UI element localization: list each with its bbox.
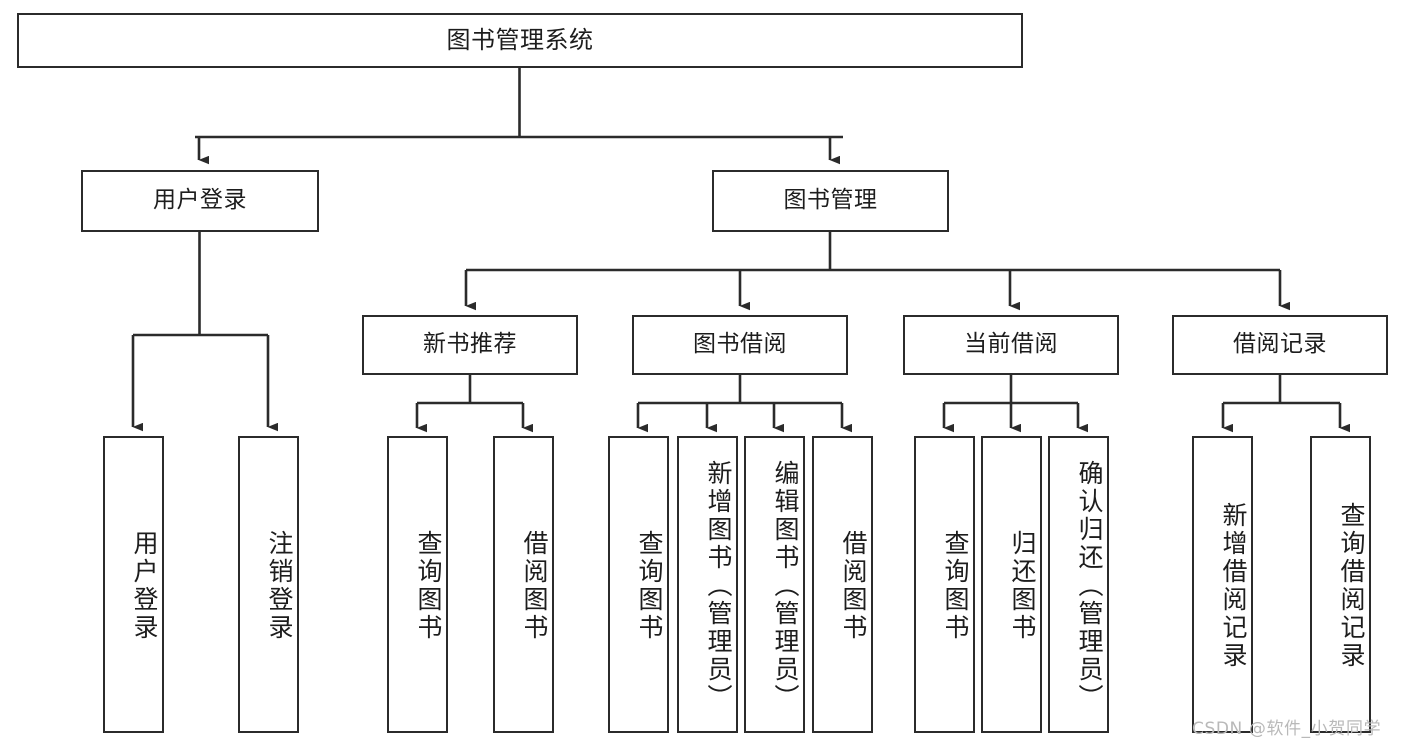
node-new-book-recommend[interactable]: 新书推荐 [362, 315, 578, 375]
node-label: 查询图书 [635, 529, 664, 642]
node-borrow-record[interactable]: 借阅记录 [1172, 315, 1388, 375]
node-label: 当前借阅 [964, 331, 1058, 358]
node-label: 借阅记录 [1233, 331, 1327, 358]
leaf-user-login-login[interactable]: 用户登录 [103, 436, 164, 733]
leaf-new-book-query[interactable]: 查询图书 [387, 436, 448, 733]
node-root-system[interactable]: 图书管理系统 [17, 13, 1023, 68]
node-label: 查询借阅记录 [1337, 501, 1366, 670]
leaf-borrow-query-book[interactable]: 查询图书 [608, 436, 669, 733]
leaf-record-query-record[interactable]: 查询借阅记录 [1310, 436, 1371, 733]
leaf-current-query-book[interactable]: 查询图书 [914, 436, 975, 733]
node-user-login[interactable]: 用户登录 [81, 170, 319, 232]
leaf-current-confirm-return-admin[interactable]: 确认归还（管理员） [1048, 436, 1109, 733]
leaf-current-return-book[interactable]: 归还图书 [981, 436, 1042, 733]
leaf-borrow-edit-book-admin[interactable]: 编辑图书（管理员） [744, 436, 805, 733]
node-label: 归还图书 [1008, 529, 1037, 642]
csdn-watermark: CSDN @软件_小贺同学 [1192, 714, 1381, 739]
watermark-text: CSDN @软件_小贺同学 [1192, 719, 1382, 739]
node-current-borrow[interactable]: 当前借阅 [903, 315, 1119, 375]
leaf-record-add-record[interactable]: 新增借阅记录 [1192, 436, 1253, 733]
node-label: 用户登录 [130, 529, 159, 642]
leaf-borrow-add-book-admin[interactable]: 新增图书（管理员） [677, 436, 738, 733]
node-label: 借阅图书 [520, 529, 549, 642]
node-label: 新书推荐 [423, 331, 517, 358]
leaf-new-book-borrow[interactable]: 借阅图书 [493, 436, 554, 733]
node-label: 图书管理系统 [446, 26, 594, 55]
node-label: 新增图书（管理员） [704, 459, 733, 712]
node-label: 借阅图书 [839, 529, 868, 642]
node-label: 编辑图书（管理员） [771, 459, 800, 712]
node-label: 注销登录 [265, 529, 294, 642]
node-book-borrow[interactable]: 图书借阅 [632, 315, 848, 375]
leaf-user-login-logout[interactable]: 注销登录 [238, 436, 299, 733]
node-label: 图书管理 [783, 187, 878, 214]
node-label: 确认归还（管理员） [1075, 459, 1104, 712]
node-label: 查询图书 [414, 529, 443, 642]
leaf-borrow-borrow-book[interactable]: 借阅图书 [812, 436, 873, 733]
node-label: 新增借阅记录 [1219, 501, 1248, 670]
node-book-management[interactable]: 图书管理 [712, 170, 949, 232]
node-label: 用户登录 [153, 187, 247, 214]
node-label: 图书借阅 [693, 331, 787, 358]
node-label: 查询图书 [941, 529, 970, 642]
